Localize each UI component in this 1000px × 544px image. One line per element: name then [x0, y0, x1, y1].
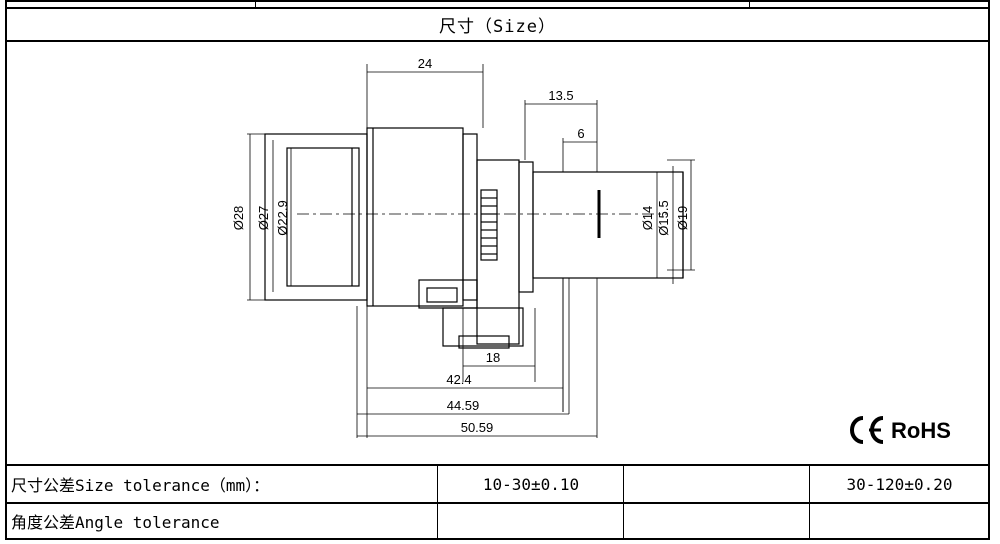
dim-13-5: 13.5: [548, 88, 573, 103]
section-title: 尺寸（Size）: [439, 16, 556, 37]
main-body: [366, 127, 464, 307]
drawing-rule: [7, 464, 988, 466]
dim-42-4: 42.4: [446, 372, 471, 387]
dim-6: 6: [577, 126, 584, 141]
rohs-mark: RoHS: [891, 418, 951, 443]
angle-tolerance-label: 角度公差Angle tolerance: [11, 513, 220, 532]
title-rule: [7, 40, 988, 42]
dim-24: 24: [418, 56, 432, 71]
dim-d28: Ø28: [231, 206, 246, 231]
spec-table: 尺寸（Size）: [5, 0, 990, 540]
dim-d14: Ø14: [640, 206, 655, 231]
dim-44-59: 44.59: [447, 398, 480, 413]
dim-50-59: 50.59: [461, 420, 494, 435]
top-stub-divider-2: [749, 2, 750, 8]
size-tolerance-value-2: 30-120±0.20: [846, 474, 953, 494]
dim-d19: Ø19: [675, 206, 690, 231]
connector: [418, 279, 478, 309]
dim-d27: Ø27: [256, 206, 271, 231]
dim-18: 18: [486, 350, 500, 365]
dim-d22-9: Ø22.9: [275, 200, 290, 235]
ce-mark: [850, 416, 884, 444]
top-stub-divider-1: [255, 2, 256, 8]
front-inner-barrel: [286, 147, 360, 287]
top-stub-rule: [7, 7, 988, 9]
focus-ring: [476, 159, 520, 345]
lens-dimension-drawing: 24 13.5 6 Ø28 Ø27 Ø22.9 Ø14 Ø15.5 Ø19 18…: [231, 56, 951, 444]
row-rule: [7, 502, 988, 504]
size-tolerance-value-1: 10-30±0.10: [482, 474, 580, 494]
size-tolerance-label: 尺寸公差Size tolerance（mm）：: [11, 476, 270, 495]
dim-d15-5: Ø15.5: [656, 200, 671, 235]
